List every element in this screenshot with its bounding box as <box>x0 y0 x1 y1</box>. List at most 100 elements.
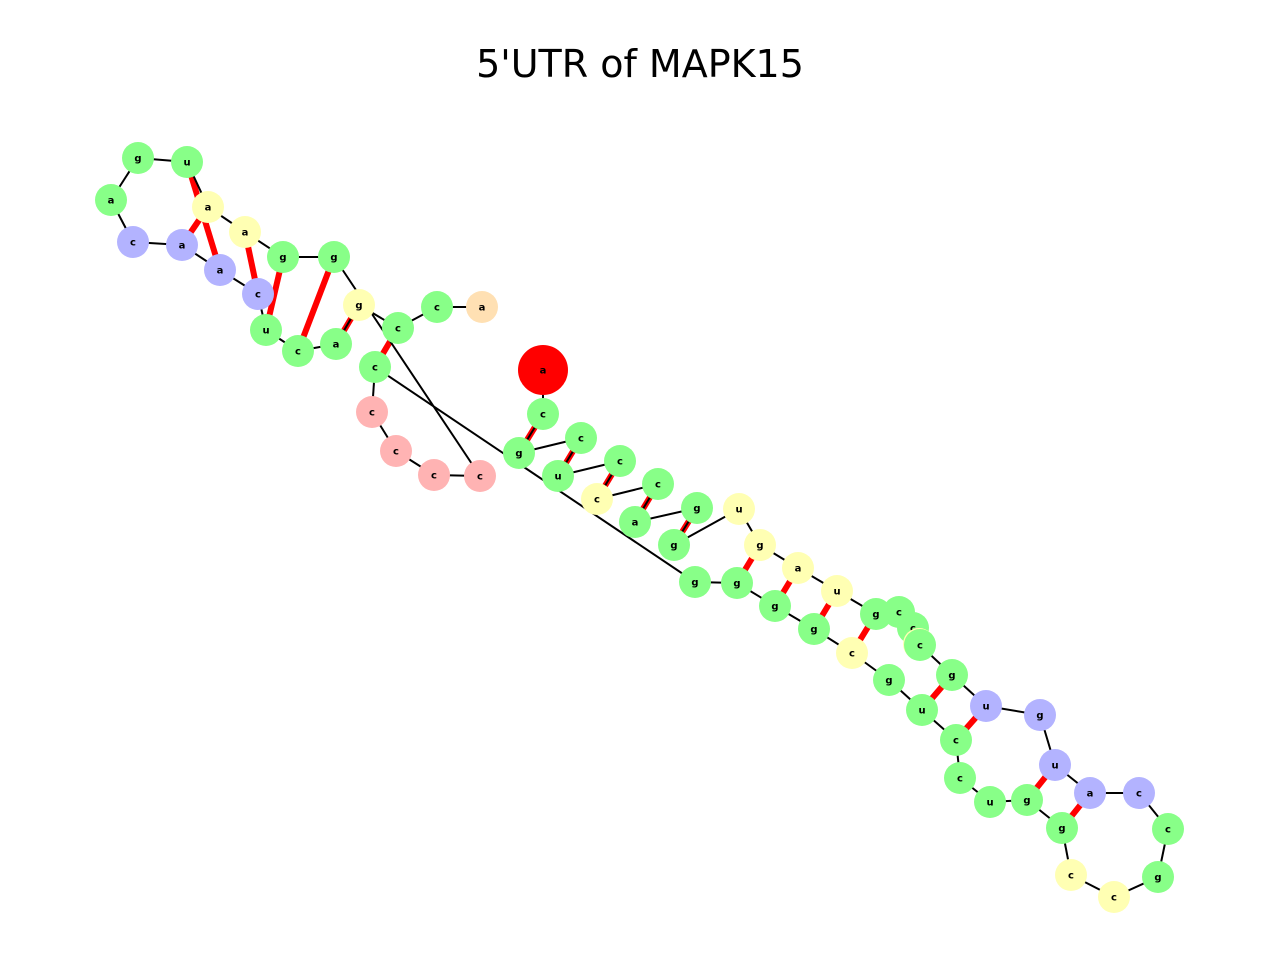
nucleotide: g <box>658 529 690 561</box>
nucleotide-circle <box>527 398 559 430</box>
nucleotide-circle <box>542 460 574 492</box>
nucleotide: c <box>1152 813 1184 845</box>
nucleotide-label: g <box>1023 796 1030 807</box>
nucleotide: c <box>359 351 391 383</box>
nucleotide-circle <box>974 786 1006 818</box>
nucleotide: c <box>418 459 450 491</box>
nucleotide-circle <box>970 690 1002 722</box>
nucleotide-circle <box>936 659 968 691</box>
nucleotide-circle <box>318 241 350 273</box>
nucleotide-circle <box>1098 881 1130 913</box>
nucleotide-label: c <box>434 303 440 314</box>
nucleotide: g <box>679 566 711 598</box>
start-nucleotide: a <box>518 345 568 395</box>
nucleotide: c <box>464 460 496 492</box>
nucleotide: c <box>421 291 453 323</box>
nucleotide-circle <box>904 629 936 661</box>
nucleotide-label: g <box>279 253 286 264</box>
nucleotide-circle <box>1152 813 1184 845</box>
nucleotide-label: a <box>242 228 249 239</box>
nucleotide-circle <box>356 396 388 428</box>
nucleotide: g <box>681 492 713 524</box>
nucleotide: a <box>229 216 261 248</box>
nucleotide-label: a <box>632 518 639 529</box>
nucleotide-circle <box>117 226 149 258</box>
base-pair-bond <box>295 255 337 353</box>
nucleotide-label: g <box>948 671 955 682</box>
nucleotide: a <box>192 191 224 223</box>
nucleotide: c <box>356 396 388 428</box>
nucleotide-label: g <box>771 602 778 613</box>
nucleotide-circle <box>229 216 261 248</box>
nucleotide: g <box>936 659 968 691</box>
nucleotide: c <box>282 335 314 367</box>
nucleotide: g <box>1024 699 1056 731</box>
nucleotide-label: c <box>477 472 483 483</box>
nucleotide-label: c <box>431 471 437 482</box>
nucleotide: c <box>382 312 414 344</box>
nucleotide-label: c <box>1165 825 1171 836</box>
nucleotide-label: g <box>756 541 763 552</box>
nucleotide: g <box>318 241 350 273</box>
nucleotide-circle <box>906 694 938 726</box>
nucleotide-circle <box>798 613 830 645</box>
nucleotide-label: u <box>982 702 989 713</box>
nucleotide: u <box>171 146 203 178</box>
nucleotide: c <box>117 226 149 258</box>
nucleotide-circle <box>464 460 496 492</box>
nucleotide-label: g <box>733 579 740 590</box>
nucleotide-label: c <box>255 290 261 301</box>
nucleotide-label: c <box>896 608 902 619</box>
nucleotide-circle <box>359 351 391 383</box>
nucleotide: g <box>759 590 791 622</box>
nucleotide-circle <box>192 191 224 223</box>
nucleotide: c <box>527 398 559 430</box>
nucleotide: g <box>267 241 299 273</box>
nucleotide: a <box>95 184 127 216</box>
nucleotide-label: a <box>795 564 802 575</box>
nucleotide-label: c <box>910 624 916 635</box>
nucleotide: g <box>122 142 154 174</box>
nucleotide-label: c <box>953 736 959 747</box>
nucleotide-circle <box>782 552 814 584</box>
nucleotide-label: u <box>735 505 742 516</box>
nucleotide-circle <box>681 492 713 524</box>
nucleotide: u <box>906 694 938 726</box>
nucleotide-circle <box>503 437 535 469</box>
nucleotide-circle <box>95 184 127 216</box>
nucleotide-label: a <box>479 303 486 314</box>
nucleotide-label: u <box>986 798 993 809</box>
nucleotide-circle <box>282 335 314 367</box>
nucleotide: u <box>821 575 853 607</box>
nucleotide-label: a <box>108 196 115 207</box>
nucleotide-circle <box>250 314 282 346</box>
nucleotide-label: u <box>833 587 840 598</box>
nucleotide: c <box>904 629 936 661</box>
nucleotide-label: c <box>655 480 661 491</box>
nucleotide-label: c <box>395 324 401 335</box>
nucleotide-circle <box>565 422 597 454</box>
nucleotide-label: c <box>1136 789 1142 800</box>
nucleotide-circle <box>204 254 236 286</box>
nucleotide-label: g <box>134 154 141 165</box>
nucleotide: u <box>542 460 574 492</box>
nucleotide-circle <box>421 291 453 323</box>
nucleotide: u <box>723 493 755 525</box>
nucleotide-label: c <box>1068 871 1074 882</box>
nucleotide: g <box>721 567 753 599</box>
nucleotide: u <box>1039 749 1071 781</box>
nucleotide: g <box>343 289 375 321</box>
nucleotide-circle <box>860 598 892 630</box>
nucleotide-circle <box>744 529 776 561</box>
nucleotide-label: c <box>372 363 378 374</box>
nucleotide-circle <box>642 468 674 500</box>
nucleotide-label: u <box>262 326 269 337</box>
nucleotide-circle <box>1055 859 1087 891</box>
nucleotide-circle <box>836 637 868 669</box>
nucleotide-label: g <box>885 676 892 687</box>
nucleotide-circle <box>1011 784 1043 816</box>
backbone-link <box>374 366 696 583</box>
nucleotide-circle <box>721 567 753 599</box>
